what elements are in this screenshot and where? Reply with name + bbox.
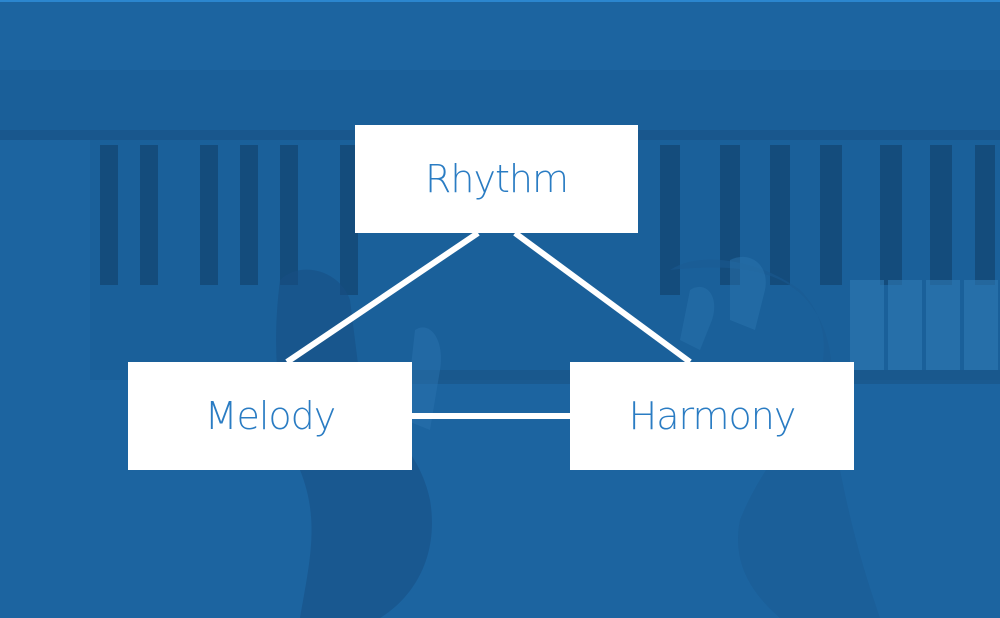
- node-melody-label: Melody: [204, 394, 337, 438]
- connector-rhythm-melody: [285, 230, 480, 365]
- top-edge-line: [0, 0, 1000, 2]
- node-harmony: Harmony: [570, 362, 854, 470]
- node-rhythm-label: Rhythm: [425, 157, 569, 201]
- node-harmony-label: Harmony: [628, 394, 797, 438]
- node-melody: Melody: [128, 362, 412, 470]
- connector-rhythm-harmony: [513, 230, 692, 365]
- node-rhythm: Rhythm: [355, 125, 638, 233]
